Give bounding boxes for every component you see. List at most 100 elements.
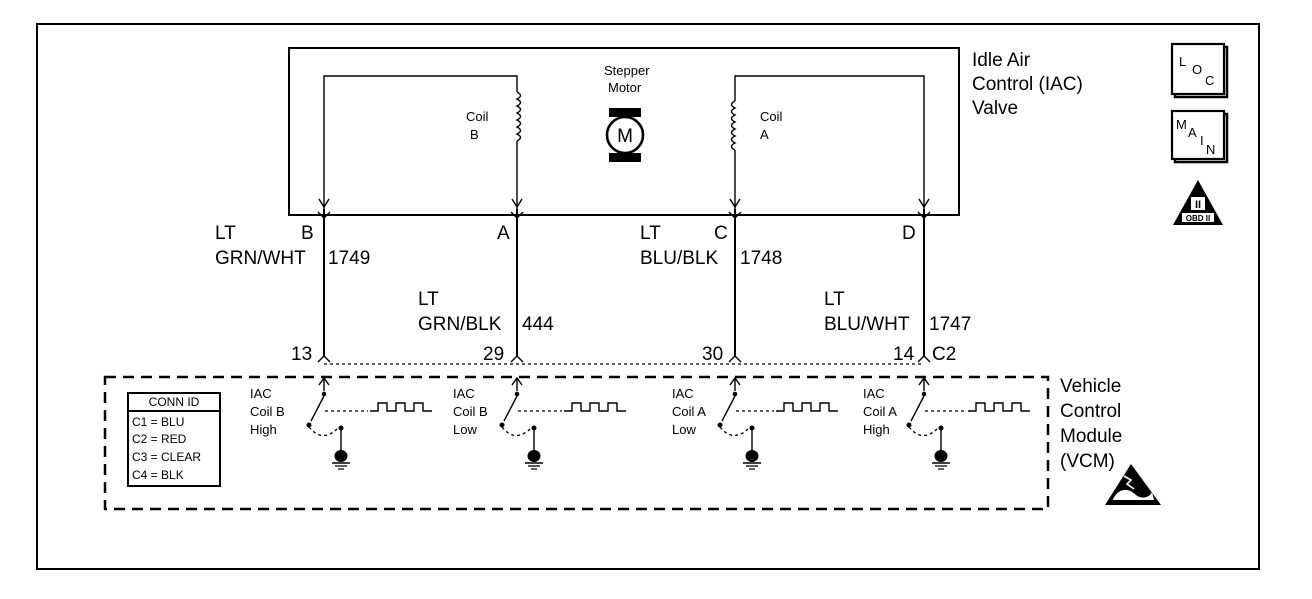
pin-b-label: B bbox=[301, 223, 314, 244]
motor-label-line2: Motor bbox=[608, 80, 642, 95]
valve-terminal-a-icon bbox=[510, 198, 524, 219]
vcm-connector-label: C2 bbox=[932, 344, 956, 365]
wire-c-color-line1: LT bbox=[640, 223, 661, 244]
switch-icon bbox=[306, 376, 344, 452]
pin-d-label: D bbox=[902, 223, 916, 244]
wire-b-color-line1: LT bbox=[215, 223, 236, 244]
wire-c-color-line2: BLU/BLK bbox=[640, 248, 718, 269]
stepper-motor-icon: M bbox=[605, 108, 645, 162]
coil-a-winding bbox=[730, 100, 737, 151]
module-name-line3: Module bbox=[1060, 426, 1122, 447]
pulse-waveform-icon bbox=[370, 402, 432, 412]
coil-a-label-line2: A bbox=[760, 127, 769, 142]
driver-coil-b-low: IAC Coil B Low bbox=[453, 376, 626, 470]
wire-a-circuit: 444 bbox=[522, 314, 554, 335]
vcm-terminal-14-icon bbox=[917, 355, 931, 363]
pulse-waveform-icon bbox=[776, 402, 838, 412]
valve-terminal-d-icon bbox=[917, 198, 931, 219]
iac-valve-box bbox=[288, 47, 960, 216]
pulse-waveform-icon bbox=[968, 402, 1030, 412]
driver-coil-a-high: IAC Coil A High bbox=[863, 376, 1030, 470]
loc-icon-text: O bbox=[1192, 62, 1202, 77]
driver-label-line3: Low bbox=[672, 422, 696, 437]
main-icon-text: M bbox=[1176, 117, 1187, 132]
loc-icon-text: L bbox=[1179, 54, 1186, 69]
conn-id-row: C3 = CLEAR bbox=[132, 450, 201, 464]
conn-id-title: CONN ID bbox=[149, 395, 200, 409]
wire-d-circuit: 1747 bbox=[929, 314, 971, 335]
wire-a-color-line1: LT bbox=[418, 289, 439, 310]
obd-ii-icon: II OBD II bbox=[1173, 180, 1223, 225]
vcm-pin-14: 14 bbox=[893, 344, 915, 365]
coil-b-winding bbox=[515, 91, 522, 142]
main-icon: M A I N bbox=[1170, 109, 1229, 164]
coil-b-label-line2: B bbox=[470, 127, 479, 142]
driver-label-line2: Coil A bbox=[863, 404, 897, 419]
coil-a-loop-wire bbox=[734, 75, 925, 209]
driver-label-line3: Low bbox=[453, 422, 477, 437]
main-icon-text: I bbox=[1200, 133, 1204, 148]
switch-icon bbox=[499, 376, 537, 452]
obd-icon-label: OBD II bbox=[1186, 214, 1210, 223]
pin-c-label: C bbox=[714, 223, 728, 244]
switch-icon bbox=[717, 376, 755, 452]
driver-label-line1: IAC bbox=[453, 386, 475, 401]
module-name-line4: (VCM) bbox=[1060, 451, 1115, 472]
coil-b-loop-wire bbox=[323, 75, 518, 209]
conn-id-row: C2 = RED bbox=[132, 432, 187, 446]
driver-label-line1: IAC bbox=[863, 386, 885, 401]
esd-warning-icon bbox=[1105, 464, 1161, 505]
pulse-waveform-icon bbox=[564, 402, 626, 412]
driver-label-line1: IAC bbox=[250, 386, 272, 401]
driver-coil-b-high: IAC Coil B High bbox=[250, 376, 432, 470]
vcm-module-box bbox=[103, 375, 1050, 511]
pin-a-label: A bbox=[497, 223, 510, 244]
ground-icon bbox=[332, 450, 350, 470]
ground-icon bbox=[525, 450, 543, 470]
driver-label-line2: Coil B bbox=[250, 404, 285, 419]
ground-icon bbox=[743, 450, 761, 470]
wire-d-color-line1: LT bbox=[824, 289, 845, 310]
vcm-terminal-29-icon bbox=[510, 355, 524, 363]
main-icon-text: N bbox=[1206, 142, 1215, 157]
valve-name-line3: Valve bbox=[972, 98, 1018, 119]
motor-symbol: M bbox=[617, 126, 633, 147]
wire-b-color-line2: GRN/WHT bbox=[215, 248, 306, 269]
driver-label-line3: High bbox=[250, 422, 277, 437]
wire-d-color-line2: BLU/WHT bbox=[824, 314, 910, 335]
vcm-pin-13: 13 bbox=[291, 344, 312, 365]
vcm-terminal-13-icon bbox=[317, 355, 331, 363]
motor-label-line1: Stepper bbox=[604, 63, 650, 78]
coil-a-label-line1: Coil bbox=[760, 109, 783, 124]
wire-a-color-line2: GRN/BLK bbox=[418, 314, 502, 335]
valve-terminal-c-icon bbox=[728, 198, 742, 219]
driver-label-line2: Coil B bbox=[453, 404, 488, 419]
conn-id-row: C1 = BLU bbox=[132, 415, 184, 429]
module-name-line1: Vehicle bbox=[1060, 376, 1121, 397]
wire-c-circuit: 1748 bbox=[740, 248, 782, 269]
driver-label-line1: IAC bbox=[672, 386, 694, 401]
ground-icon bbox=[932, 450, 950, 470]
valve-name-line2: Control (IAC) bbox=[972, 74, 1083, 95]
valve-terminal-b-icon bbox=[317, 198, 331, 219]
driver-coil-a-low: IAC Coil A Low bbox=[672, 376, 838, 470]
vcm-pin-30: 30 bbox=[702, 344, 723, 365]
driver-label-line2: Coil A bbox=[672, 404, 706, 419]
switch-icon bbox=[906, 376, 944, 452]
obd-icon-mark: II bbox=[1195, 199, 1201, 211]
coil-b-label-line1: Coil bbox=[466, 109, 489, 124]
outer-frame bbox=[36, 23, 1260, 570]
conn-id-table: CONN ID C1 = BLU C2 = RED C3 = CLEAR C4 … bbox=[127, 392, 221, 487]
loc-icon-text: C bbox=[1205, 73, 1214, 88]
driver-label-line3: High bbox=[863, 422, 890, 437]
loc-icon: L O C bbox=[1170, 42, 1229, 99]
wire-b-circuit: 1749 bbox=[328, 248, 370, 269]
vcm-pin-29: 29 bbox=[483, 344, 504, 365]
module-name-line2: Control bbox=[1060, 401, 1121, 422]
conn-id-row: C4 = BLK bbox=[132, 468, 184, 482]
valve-name-line1: Idle Air bbox=[972, 50, 1031, 71]
vcm-terminal-30-icon bbox=[728, 355, 742, 363]
main-icon-text: A bbox=[1188, 125, 1197, 140]
